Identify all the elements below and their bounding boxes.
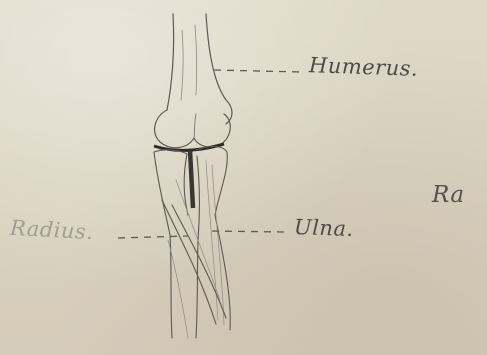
- ulna-leader-line: [212, 231, 284, 232]
- humerus-bone: [155, 14, 232, 148]
- joint-gap: [190, 150, 193, 208]
- humerus-leader-line: [214, 70, 302, 72]
- partial-label: Ra: [432, 182, 465, 208]
- radius-leader-line: [118, 236, 188, 238]
- ulna-label: Ulna.: [294, 215, 354, 241]
- radius-label: Radius.: [9, 216, 94, 244]
- humerus-label: Humerus.: [309, 53, 419, 81]
- ulna-bone: [196, 147, 230, 339]
